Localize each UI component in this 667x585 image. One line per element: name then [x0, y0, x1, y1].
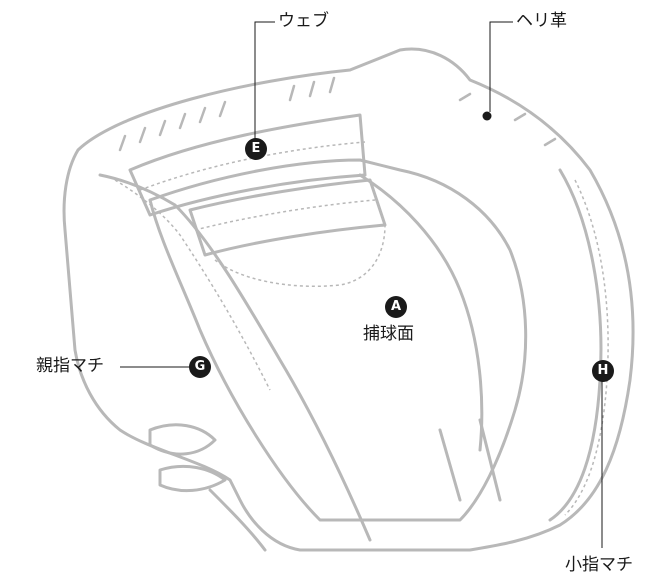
lace-loop	[148, 423, 217, 456]
stitch-line	[114, 179, 271, 391]
top-lace	[288, 84, 296, 102]
top-lace	[158, 119, 167, 137]
mitt-outline	[62, 47, 635, 552]
marker-pinky-gusset: H	[592, 360, 614, 382]
web-panel	[128, 113, 367, 217]
marker-thumb-gusset: G	[189, 356, 211, 378]
top-lace	[328, 76, 336, 94]
top-lace	[118, 134, 127, 152]
label-thumb-gusset: 親指マチ	[36, 356, 104, 376]
label-edge-leather: ヘリ革	[516, 11, 567, 31]
lace-strand	[478, 418, 502, 502]
palm-pocket	[148, 158, 528, 522]
leader-edge-leather	[489, 21, 513, 112]
top-lace	[513, 112, 527, 122]
lace-loop	[158, 464, 227, 493]
top-lace	[543, 137, 557, 147]
label-web: ウェブ	[278, 11, 329, 31]
pinky-border	[548, 168, 603, 522]
marker-web: E	[245, 138, 267, 160]
top-lace	[178, 112, 187, 130]
stitch-line	[194, 199, 376, 231]
leader-web	[254, 21, 275, 140]
palm-crease	[358, 173, 484, 452]
lace-strand	[438, 428, 462, 502]
top-lace	[218, 100, 227, 118]
top-lace	[138, 126, 147, 144]
top-lace	[198, 106, 207, 124]
marker-palm: A	[385, 296, 407, 318]
top-lace	[308, 80, 316, 98]
top-lace	[458, 92, 472, 102]
edge-leather-dot	[482, 111, 492, 121]
label-palm: 捕球面	[363, 324, 414, 344]
label-pinky-gusset: 小指マチ	[565, 555, 633, 575]
thumb-outline	[98, 173, 372, 542]
lace-strand	[208, 488, 267, 552]
web-inner	[188, 178, 387, 257]
